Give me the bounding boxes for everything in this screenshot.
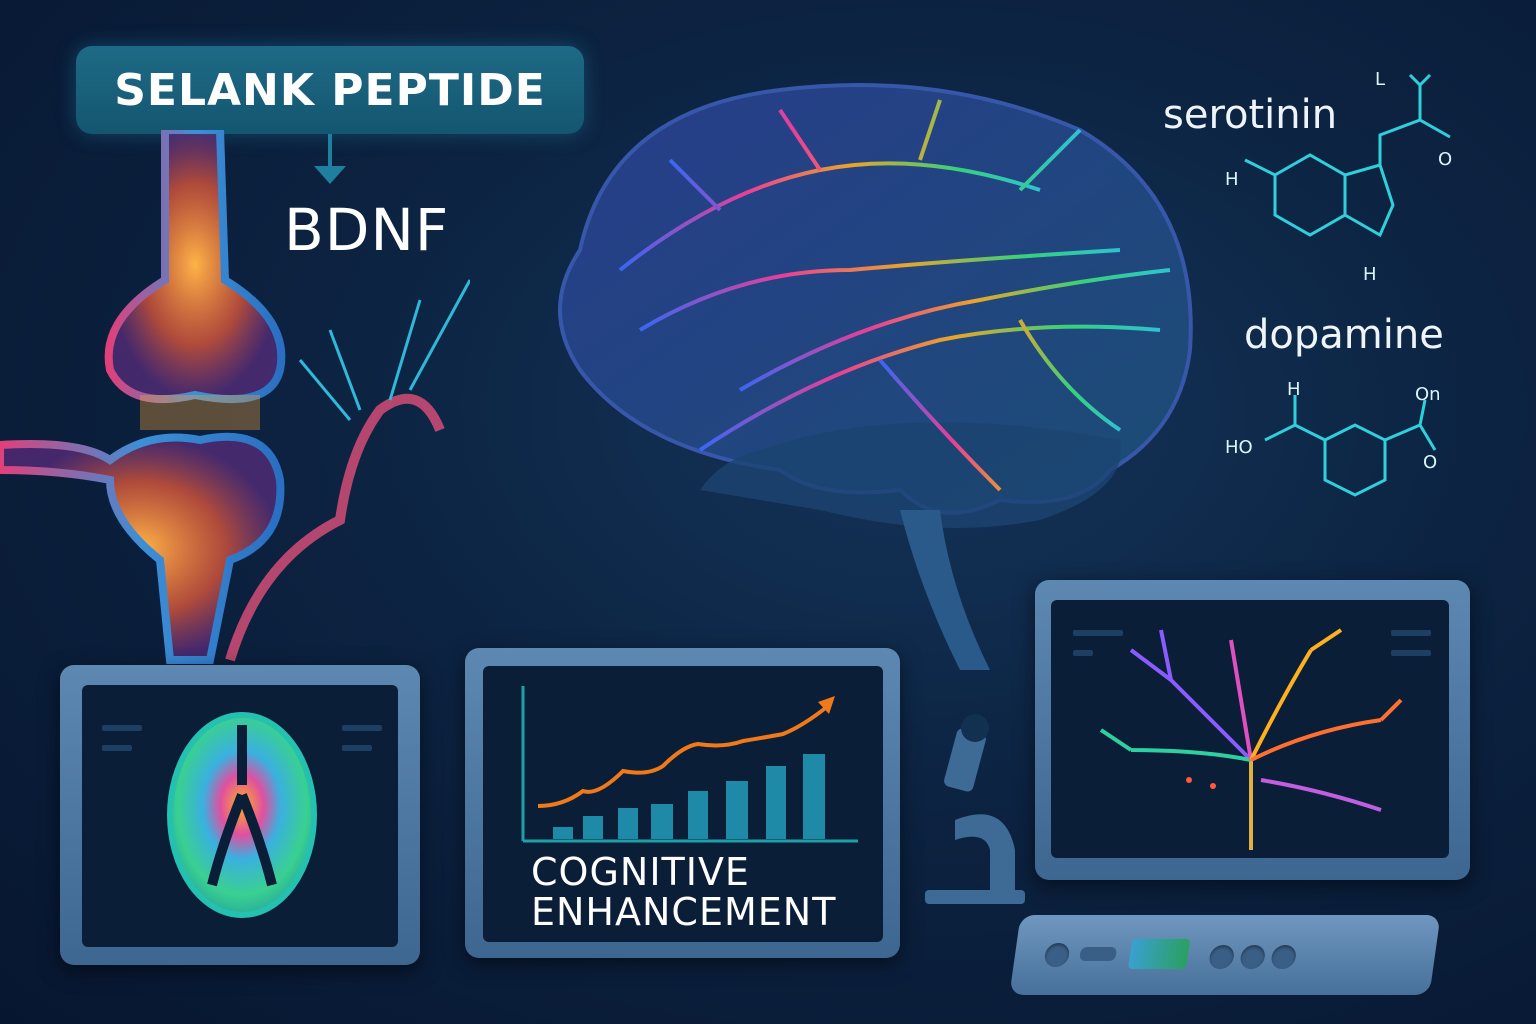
brain-illustration — [558, 83, 1193, 670]
svg-text:L: L — [1375, 69, 1385, 90]
dendritic-tree-image — [1099, 628, 1403, 850]
console-button[interactable] — [1239, 945, 1267, 969]
down-arrow-icon — [314, 166, 346, 184]
svg-text:O: O — [1438, 149, 1452, 170]
console-button[interactable] — [1043, 943, 1071, 967]
synapse-illustration — [0, 130, 470, 664]
trend-line — [537, 704, 830, 808]
chart-bars — [553, 754, 825, 839]
console-slot — [1079, 947, 1118, 961]
brain-scan-image — [167, 712, 317, 918]
dopamine-label: dopamine — [1244, 312, 1444, 358]
svg-text:H: H — [1287, 380, 1301, 400]
trend-arrow-icon — [818, 696, 835, 714]
dopamine-structure: HO H On O — [1225, 380, 1441, 497]
serotonin-structure: H H O L — [1225, 69, 1452, 285]
bdnf-label: BDNF — [284, 196, 450, 264]
neuron-screen — [1051, 600, 1449, 858]
title-label: SELANK PEPTIDE — [114, 64, 546, 116]
console-display — [1128, 939, 1191, 969]
microscope-icon — [925, 714, 1025, 904]
neuron-monitor — [1035, 580, 1470, 880]
serotonin-label: serotinin — [1163, 92, 1338, 138]
svg-text:HO: HO — [1225, 437, 1253, 458]
chart-caption-line1: COGNITIVE — [531, 850, 750, 894]
cognitive-chart — [521, 686, 858, 843]
console-button[interactable] — [1208, 945, 1236, 969]
chart-monitor: COGNITIVE ENHANCEMENT — [465, 648, 900, 958]
mri-monitor — [60, 665, 420, 965]
svg-text:H: H — [1363, 264, 1377, 285]
chart-screen: COGNITIVE ENHANCEMENT — [483, 666, 883, 942]
svg-text:On: On — [1415, 384, 1441, 405]
atom-h: H — [1225, 169, 1239, 190]
svg-text:O: O — [1423, 452, 1437, 473]
chart-caption-line2: ENHANCEMENT — [531, 890, 837, 934]
down-arrow-line — [328, 134, 332, 176]
selank-peptide-title: SELANK PEPTIDE — [76, 46, 584, 134]
console-button[interactable] — [1270, 945, 1298, 969]
mri-screen — [82, 685, 398, 947]
lab-console — [1009, 915, 1441, 995]
